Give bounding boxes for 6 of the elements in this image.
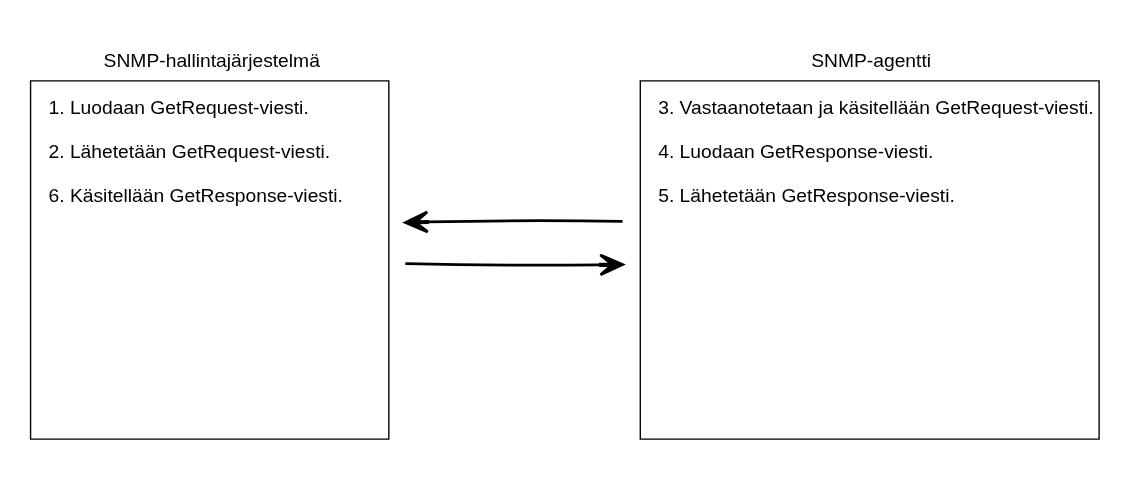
node-box: 1. Luodaan GetRequest-viesti. 2. Lähetetään GetRequest-viesti. 6. Käsitellään GetResponse-viesti.	[29, 79, 390, 440]
arrow	[405, 253, 624, 276]
node-box: 3. Vastaanotetaan ja käsitellään GetRequest-viesti. 4. Luodaan GetResponse-viesti. 5. Lähetetään GetResponse-viesti.	[639, 79, 1100, 440]
arrow	[404, 210, 623, 233]
node-label: SNMP-hallintajärjestelmä	[103, 49, 320, 71]
node-label: SNMP-agentti	[811, 49, 932, 71]
